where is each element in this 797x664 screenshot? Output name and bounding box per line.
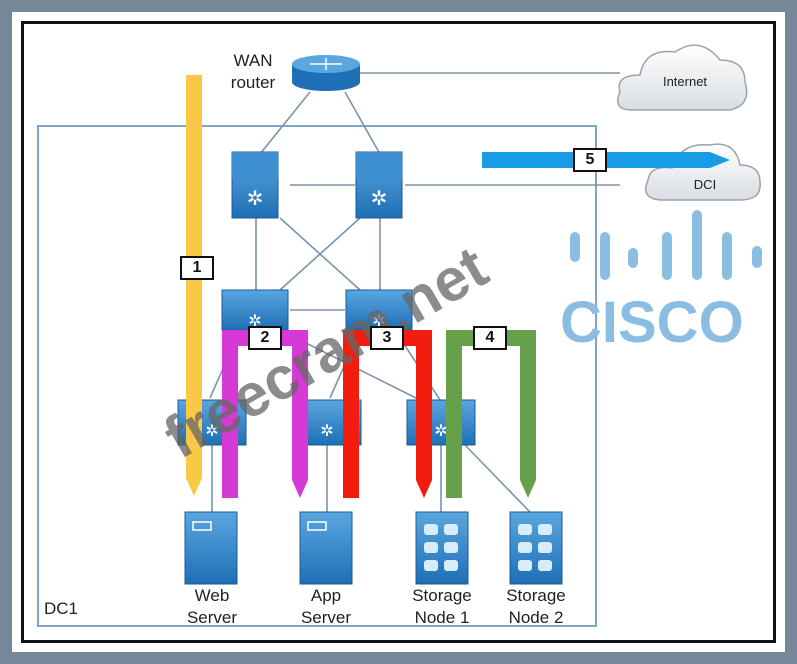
dc1-label: DC1 — [44, 599, 79, 618]
flow-2-arrow — [222, 330, 308, 498]
link-acc3-stor2 — [464, 444, 531, 513]
storage-node-2-icon — [509, 511, 563, 585]
flow-1-badge: 1 — [180, 256, 214, 280]
core-switch-2-icon: ✲ — [355, 151, 403, 219]
storage-node-1-icon — [415, 511, 469, 585]
svg-text:✲: ✲ — [372, 313, 385, 330]
web-server-label: Web Server — [176, 585, 248, 629]
flow-1-arrow — [186, 75, 202, 496]
app-server-label: App Server — [290, 585, 362, 629]
core-switch-1-icon: ✲ — [231, 151, 279, 219]
storage-node-2-label: Storage Node 2 — [496, 585, 576, 629]
web-label-line1: Web — [194, 586, 230, 605]
flow-3-badge: 3 — [370, 326, 404, 350]
stor2-label-line1: Storage — [506, 586, 566, 605]
svg-text:✲: ✲ — [205, 423, 218, 440]
stor1-label-line1: Storage — [412, 586, 472, 605]
link-core2-agg1 — [279, 217, 361, 291]
svg-text:✲: ✲ — [371, 188, 388, 210]
internet-label: Internet — [662, 74, 708, 89]
dc1-boundary — [37, 125, 597, 627]
app-label-line2: Server — [300, 608, 352, 627]
svg-text:✲: ✲ — [434, 423, 447, 440]
dci-label: DCI — [693, 177, 717, 192]
svg-text:✲: ✲ — [320, 423, 333, 440]
flow-3-arrow — [343, 330, 432, 498]
link-router-core1 — [259, 91, 311, 155]
wan-router-label: WAN router — [218, 50, 288, 94]
stor1-label-line2: Node 1 — [414, 608, 470, 627]
flow-5-badge: 5 — [573, 148, 607, 172]
app-server-icon — [299, 511, 353, 585]
web-server-icon — [184, 511, 238, 585]
flow-4-badge: 4 — [473, 326, 507, 350]
svg-text:✲: ✲ — [248, 313, 261, 330]
dci-cloud — [645, 143, 761, 201]
stor2-label-line2: Node 2 — [508, 608, 564, 627]
agg-switch-1-icon: ✲ — [221, 289, 289, 331]
internet-cloud — [617, 44, 748, 111]
cisco-logo: CISCO — [560, 210, 762, 355]
flow-4-arrow — [446, 330, 536, 498]
svg-text:CISCO: CISCO — [560, 290, 744, 355]
web-label-line2: Server — [186, 608, 238, 627]
wan-label-line2: router — [230, 73, 276, 92]
link-router-core2 — [344, 91, 381, 155]
agg-switch-2-icon: ✲ — [345, 289, 413, 331]
flow-2-badge: 2 — [248, 326, 282, 350]
app-label-line1: App — [310, 586, 342, 605]
storage-node-1-label: Storage Node 1 — [402, 585, 482, 629]
wan-label-line1: WAN — [233, 51, 273, 70]
wan-router-icon — [292, 55, 360, 91]
svg-text:✲: ✲ — [247, 188, 264, 210]
